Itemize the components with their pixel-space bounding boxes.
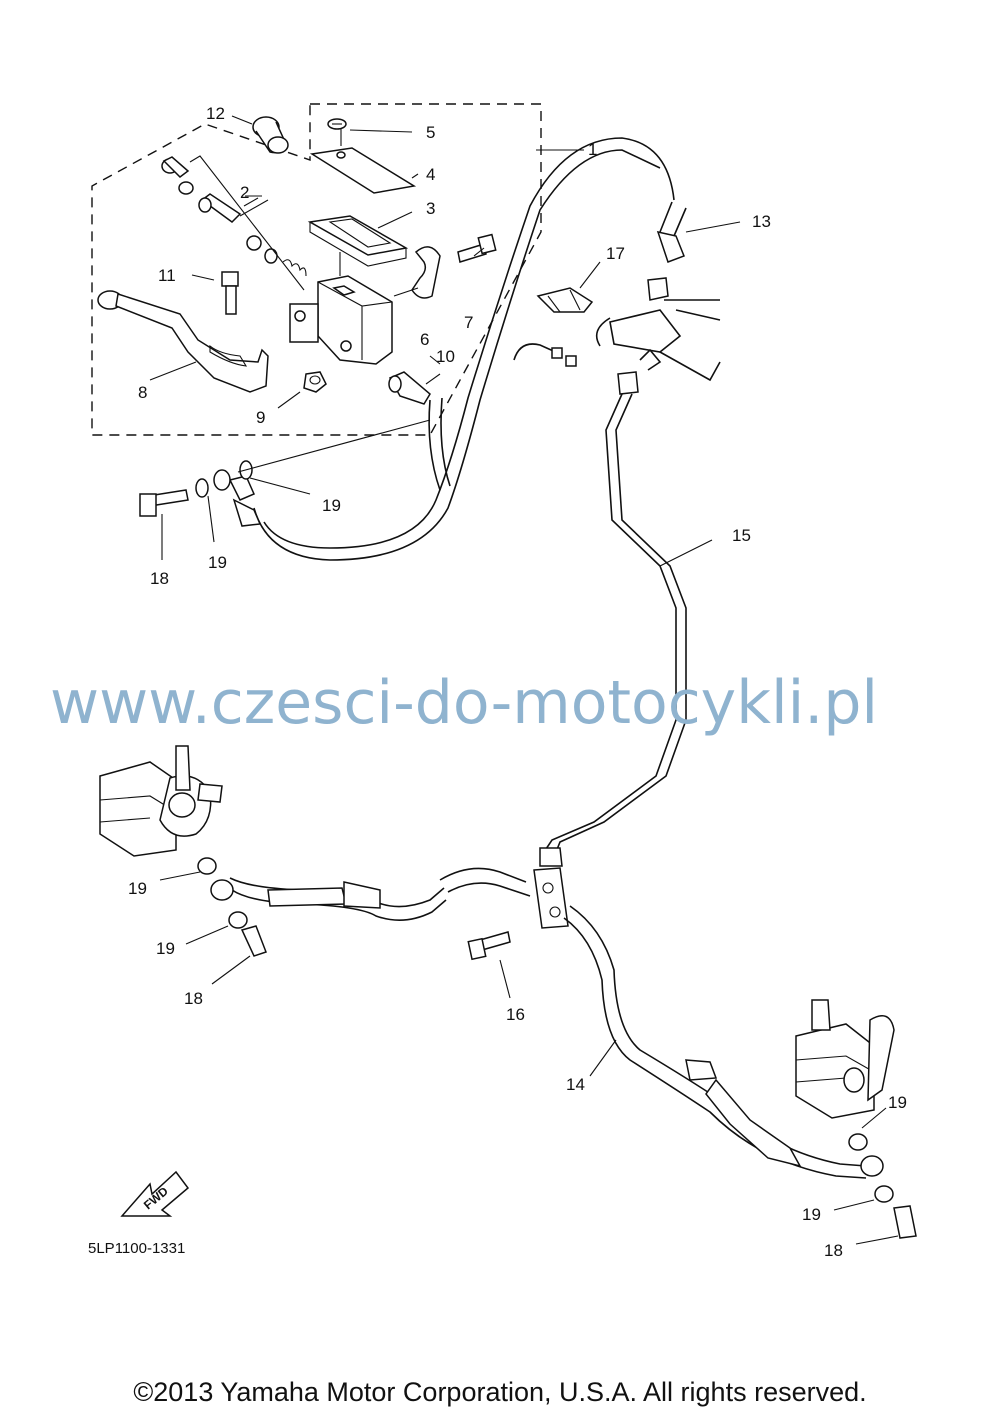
right-banjo-bolt bbox=[848, 1133, 917, 1239]
part-16-joint bbox=[467, 867, 569, 961]
part-label-1: 1 bbox=[588, 140, 597, 159]
catalog-code: 5LP1100-1331 bbox=[88, 1240, 186, 1257]
part-9-nut bbox=[277, 371, 327, 409]
part-label-12: 12 bbox=[206, 104, 225, 123]
part-label-19-left-a: 19 bbox=[128, 879, 147, 898]
part-label-8: 8 bbox=[138, 383, 147, 402]
left-banjo-bolt bbox=[197, 857, 267, 957]
watermark-text: www.czesci-do-motocykli.pl bbox=[50, 668, 879, 738]
copyright-notice: ©2013 Yamaha Motor Corporation, U.S.A. A… bbox=[133, 1377, 867, 1407]
part-4-cover bbox=[309, 147, 419, 194]
part-label-18-top: 18 bbox=[150, 569, 169, 588]
leader-lines bbox=[159, 149, 899, 1245]
part-label-10: 10 bbox=[436, 347, 455, 366]
part-2-piston-kit bbox=[161, 155, 307, 291]
part-label-15: 15 bbox=[732, 526, 751, 545]
handlebar-bracket bbox=[595, 299, 721, 382]
part-12-cap bbox=[231, 115, 289, 154]
part-label-11: 11 bbox=[158, 266, 176, 285]
part-14-right-brake-hose bbox=[563, 905, 867, 1179]
right-brake-caliper bbox=[795, 999, 895, 1119]
part-label-2: 2 bbox=[240, 183, 249, 202]
left-brake-hose bbox=[229, 867, 531, 921]
part-6-clamp bbox=[393, 246, 441, 299]
part-label-19-right-b: 19 bbox=[802, 1205, 821, 1224]
part-label-19-right-a: 19 bbox=[888, 1093, 907, 1112]
part-label-5: 5 bbox=[426, 123, 435, 142]
part-7-bolt bbox=[457, 233, 497, 263]
part-label-18-right: 18 bbox=[824, 1241, 843, 1260]
part-number-labels: 1 2 3 4 5 6 7 8 9 10 11 12 13 14 15 16 1… bbox=[128, 104, 907, 1260]
part-label-19-left-b: 19 bbox=[156, 939, 175, 958]
part-label-18-left: 18 bbox=[184, 989, 203, 1008]
part-label-16: 16 bbox=[506, 1005, 525, 1024]
part-13-hose-fitting bbox=[647, 201, 741, 301]
part-label-19-top-b: 19 bbox=[322, 496, 341, 515]
brake-switch-wire bbox=[513, 287, 594, 367]
part-15-brake-pipe bbox=[539, 371, 687, 867]
part-8-brake-lever bbox=[97, 290, 269, 393]
left-brake-caliper bbox=[99, 745, 223, 857]
part-label-7: 7 bbox=[464, 313, 473, 332]
part-label-3: 3 bbox=[426, 199, 435, 218]
part-label-6: 6 bbox=[420, 330, 429, 349]
part-label-19-top-a: 19 bbox=[208, 553, 227, 572]
part-5-screw bbox=[327, 118, 413, 146]
upper-brake-hose bbox=[228, 137, 675, 561]
part-3-diaphragm bbox=[307, 211, 413, 267]
part-label-13: 13 bbox=[752, 212, 771, 231]
part-label-4: 4 bbox=[426, 165, 435, 184]
part-label-9: 9 bbox=[256, 408, 265, 427]
part-label-14: 14 bbox=[566, 1075, 585, 1094]
part-label-17: 17 bbox=[606, 244, 625, 263]
part-10-fitting bbox=[388, 371, 441, 405]
part-11-pivot-bolt bbox=[191, 271, 239, 315]
fwd-arrow-icon: FWD bbox=[120, 1170, 190, 1217]
top-banjo-bolt bbox=[139, 419, 431, 517]
master-cylinder-body bbox=[289, 252, 393, 365]
